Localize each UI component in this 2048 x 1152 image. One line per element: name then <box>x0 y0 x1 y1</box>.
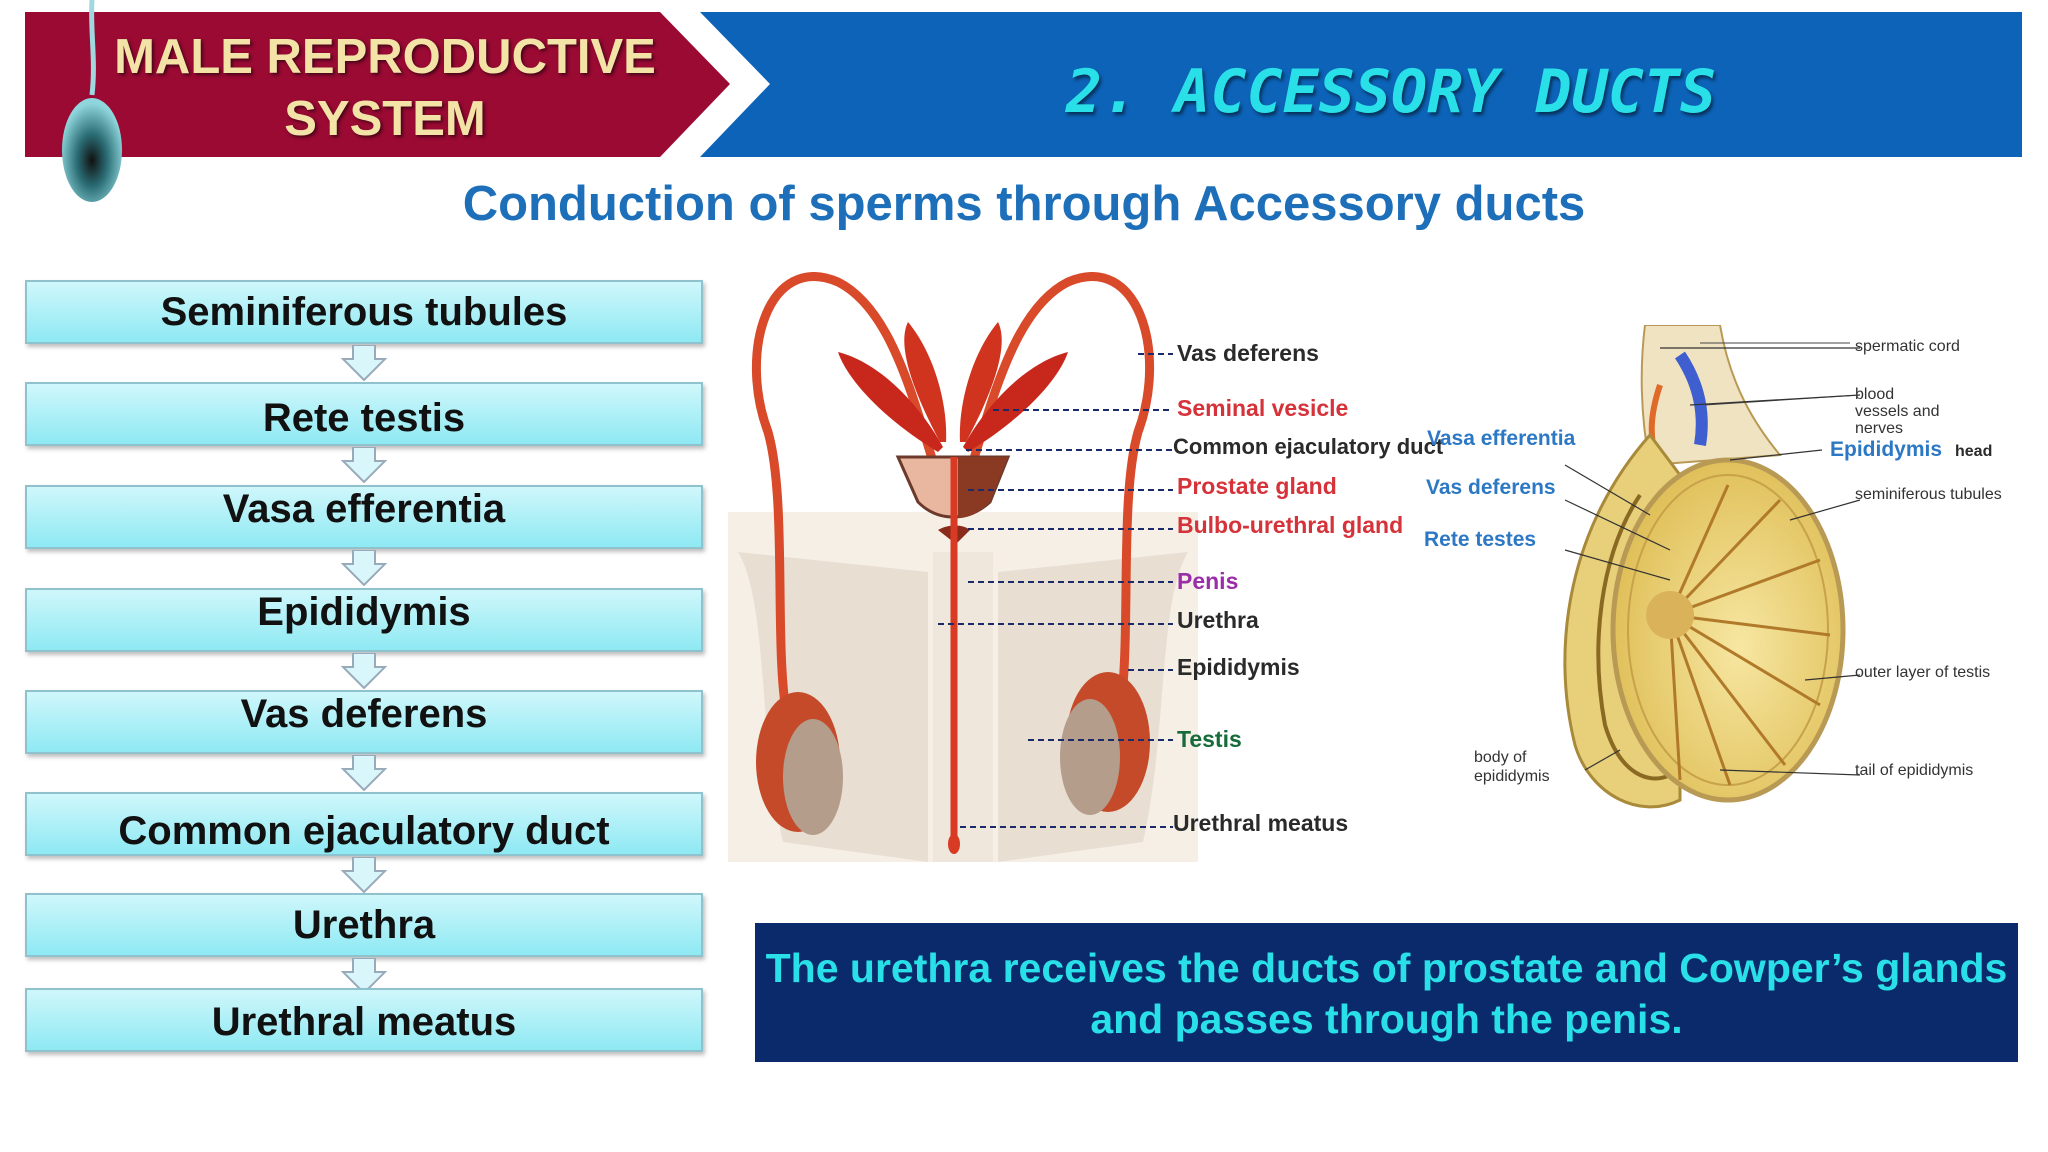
topic-banner: 2. ACCESSORY DUCTS <box>700 12 2022 157</box>
label-tail-of-epididymis: tail of epididymis <box>1855 762 1974 779</box>
label-penis: Penis <box>1177 568 1239 594</box>
down-arrow-icon <box>341 755 387 791</box>
section-banner: MALE REPRODUCTIVE SYSTEM <box>25 12 760 157</box>
label-prostate-gland: Prostate gland <box>1177 473 1337 499</box>
flow-step-vas-deferens: Vas deferens <box>25 690 703 754</box>
down-arrow-icon <box>341 857 387 893</box>
label-blood-vessels: blood vessels and nerves <box>1855 386 1940 437</box>
label-seminal-vesicle: Seminal vesicle <box>1177 395 1349 421</box>
down-arrow-icon <box>341 958 387 994</box>
down-arrow-icon <box>341 550 387 586</box>
flow-step-epididymis: Epididymis <box>25 588 703 652</box>
testis-section-illustration <box>1563 325 1850 809</box>
testis-leader-lines <box>1584 347 1861 776</box>
label-spermatic-cord: spermatic cord <box>1855 338 1960 355</box>
label-outer-layer: outer layer of testis <box>1855 664 1991 681</box>
label-vasa-efferentia: Vasa efferentia <box>1427 427 1576 450</box>
topic-banner-shape <box>700 12 2022 157</box>
label-bulbo-urethral-gland: Bulbo-urethral gland <box>1177 512 1404 538</box>
label-rete-testes: Rete testes <box>1424 528 1537 551</box>
label-urethra: Urethra <box>1177 607 1259 633</box>
flow-step-seminiferous-tubules: Seminiferous tubules <box>25 280 703 344</box>
topic-title: 2. ACCESSORY DUCTS <box>1065 57 1717 127</box>
left-leader-lines <box>1564 464 1671 581</box>
label-common-ejaculatory-duct: Common ejaculatory duct <box>1173 434 1444 459</box>
label-epididymis-section: Epididymis <box>1830 438 1943 461</box>
label-body-of-epididymis: body of epididymis <box>1474 749 1550 785</box>
flow-step-vasa-efferentia: Vasa efferentia <box>25 485 703 549</box>
label-urethral-meatus: Urethral meatus <box>1173 810 1349 836</box>
label-testis: Testis <box>1177 726 1242 752</box>
sperm-icon <box>62 0 122 202</box>
label-epididymis: Epididymis <box>1177 654 1300 680</box>
section-title: MALE REPRODUCTIVE SYSTEM <box>114 30 656 146</box>
note-box: The urethra receives the ducts of prosta… <box>755 923 2018 1062</box>
flow-step-urethra: Urethra <box>25 893 703 957</box>
flow-step-rete-testis: Rete testis <box>25 382 703 446</box>
flow-step-common-ejaculatory-duct: Common ejaculatory duct <box>25 792 703 856</box>
label-vas-deferens: Vas deferens <box>1177 340 1319 366</box>
section-banner-shape <box>25 12 730 157</box>
label-head: head <box>1955 443 1993 460</box>
down-arrow-icon <box>341 345 387 381</box>
reproductive-tract-illustration <box>728 272 1198 862</box>
label-vas-deferens-section: Vas deferens <box>1426 476 1556 499</box>
down-arrow-icon <box>341 653 387 689</box>
slide-subtitle: Conduction of sperms through Accessory d… <box>462 177 1586 231</box>
flow-step-urethral-meatus: Urethral meatus <box>25 988 703 1052</box>
down-arrow-icon <box>341 447 387 483</box>
label-seminiferous-tubules: seminiferous tubules <box>1855 486 2002 503</box>
